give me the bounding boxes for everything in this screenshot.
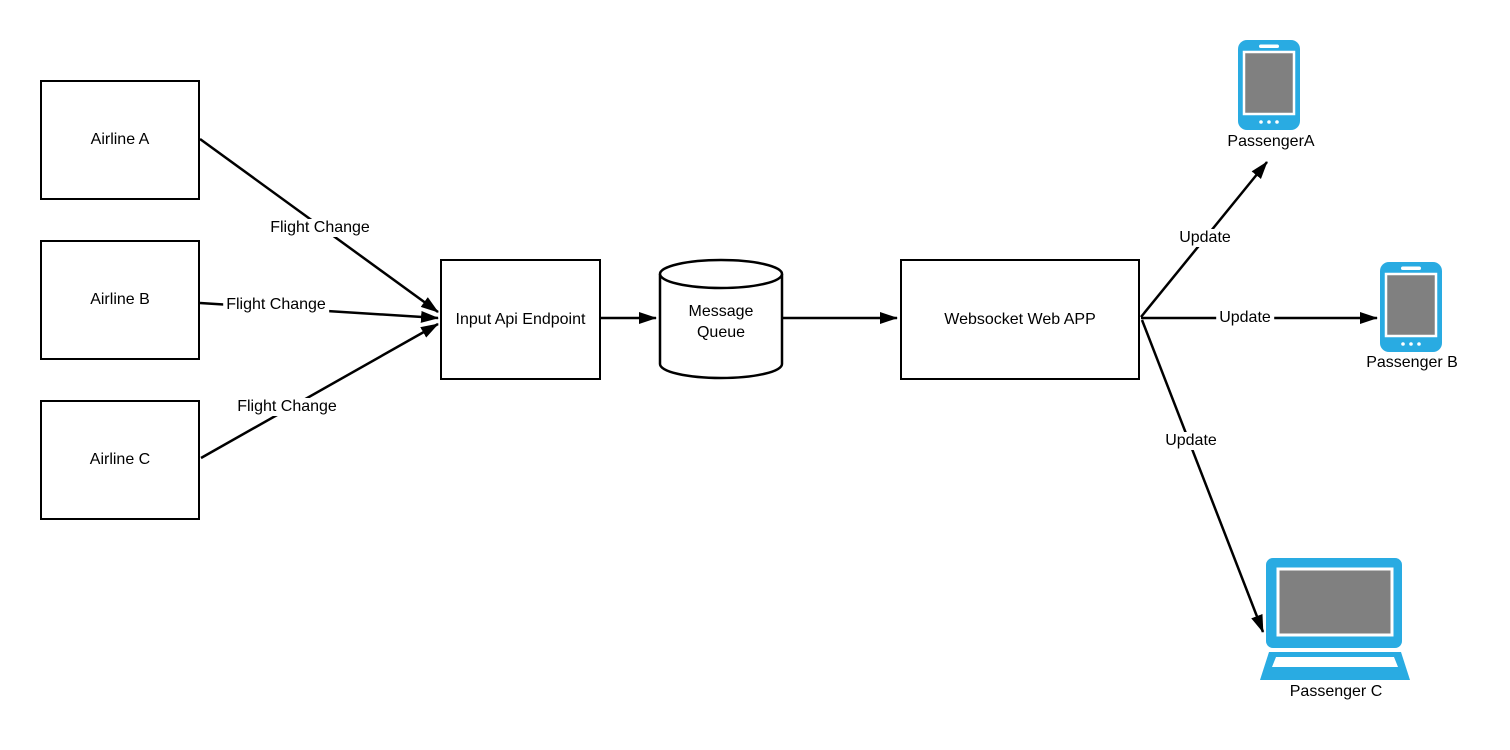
node-message-queue: Message Queue	[660, 268, 782, 378]
tablet-icon	[1238, 40, 1300, 130]
node-passenger-a-label: PassengerA	[1227, 133, 1315, 150]
node-airline-a-label: Airline A	[90, 131, 150, 149]
node-websocket-web-app: Websocket Web APP	[900, 259, 1140, 380]
edge-label-update-c: Update	[1162, 432, 1220, 450]
edge-label-update-a: Update	[1176, 229, 1234, 247]
node-websocket-web-app-label: Websocket Web APP	[944, 310, 1096, 328]
node-input-api-endpoint-label: Input Api Endpoint	[455, 310, 586, 328]
edge-label-flight-change-c: Flight Change	[234, 398, 340, 416]
node-airline-a: Airline A	[40, 80, 200, 200]
edge-label-flight-change-a: Flight Change	[267, 219, 373, 237]
node-passenger-b-label: Passenger B	[1366, 354, 1458, 371]
edge-websocket-to-passenger-c	[1140, 319, 1265, 633]
edge-airline-c-to-input	[200, 322, 439, 460]
laptop-icon	[1260, 558, 1410, 680]
node-passenger-c-label: Passenger C	[1289, 683, 1383, 700]
node-airline-b: Airline B	[40, 240, 200, 360]
message-queue-cylinder	[658, 258, 784, 380]
node-airline-b-label: Airline B	[90, 291, 150, 309]
edge-label-update-b: Update	[1216, 309, 1274, 327]
node-input-api-endpoint: Input Api Endpoint	[440, 259, 601, 380]
node-airline-c: Airline C	[40, 400, 200, 520]
node-airline-c-label: Airline C	[89, 451, 151, 469]
node-message-queue-label: Message Queue	[688, 303, 754, 341]
edge-label-flight-change-b: Flight Change	[223, 296, 329, 314]
tablet-icon	[1380, 262, 1442, 352]
